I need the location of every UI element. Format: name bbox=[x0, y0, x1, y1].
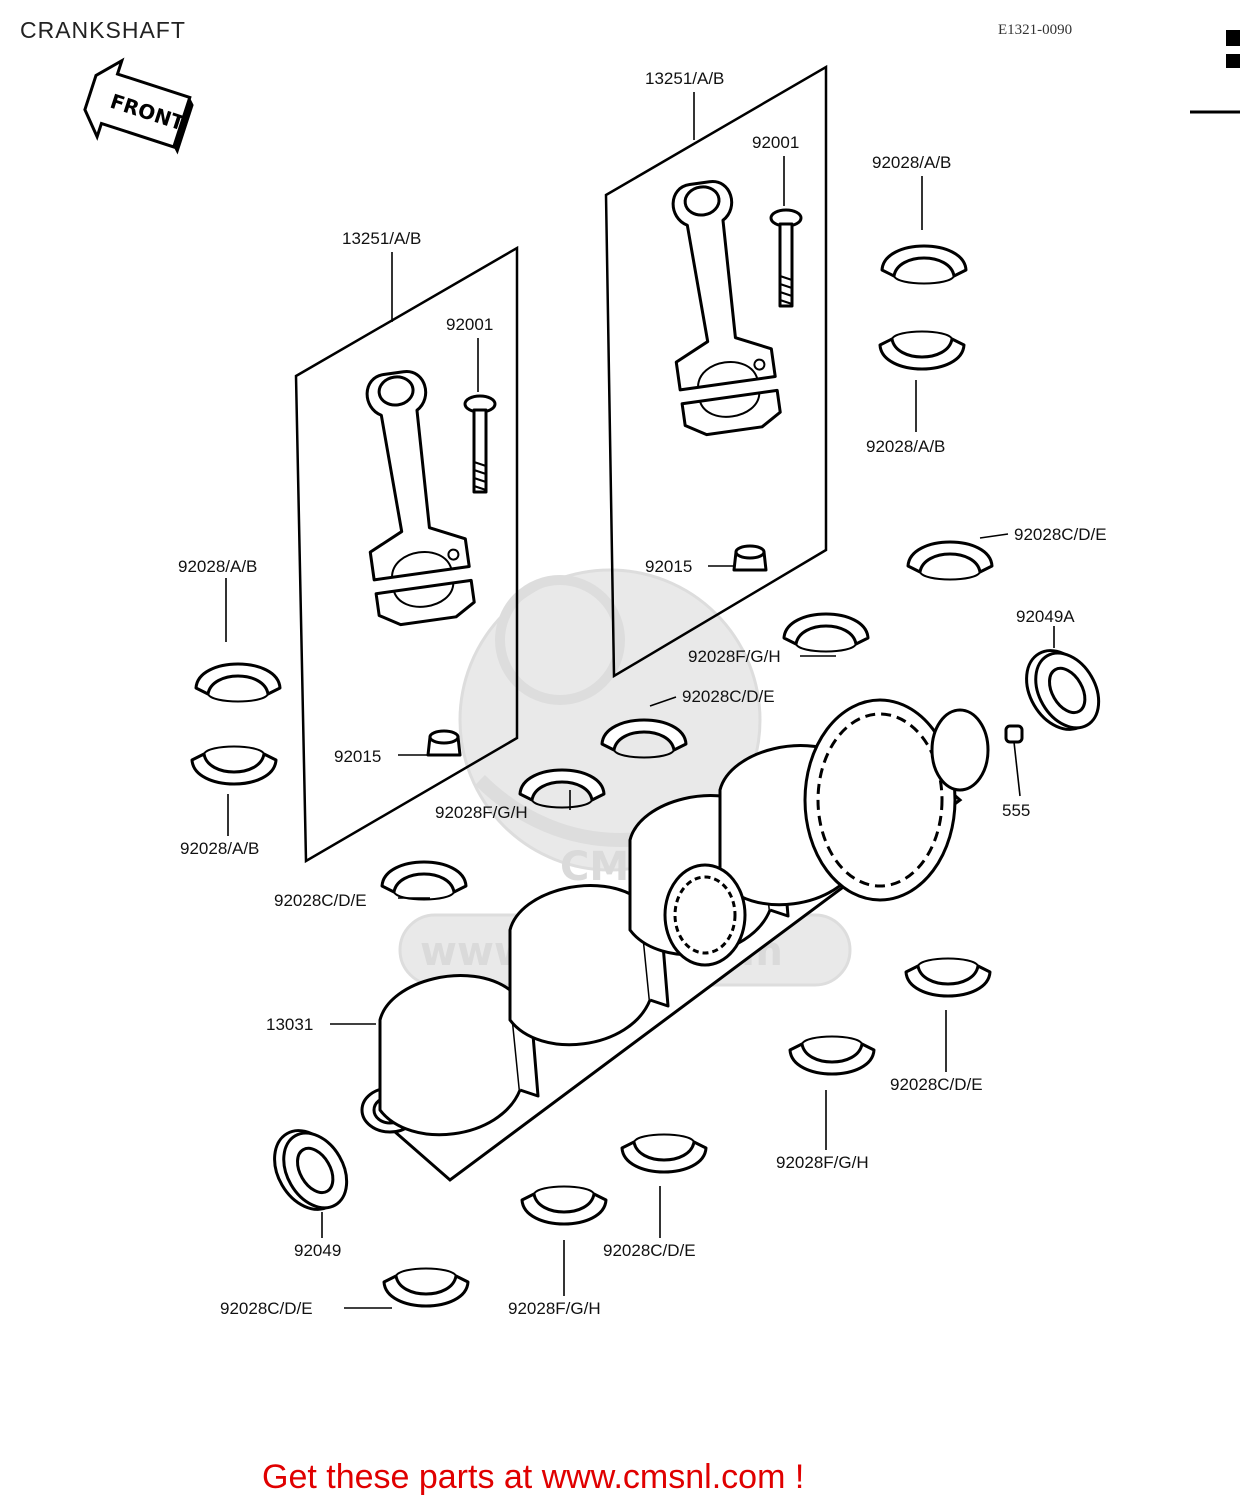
callout-conrod-assembly-right: 13251/A/B bbox=[645, 69, 724, 88]
page-title: CRANKSHAFT bbox=[20, 17, 186, 43]
conrod-left bbox=[344, 364, 478, 629]
conrod-panel-left bbox=[294, 245, 519, 864]
conrod-bolt-right bbox=[769, 208, 803, 308]
dowel-pin bbox=[1004, 724, 1024, 744]
main-bearing-cde-3 bbox=[380, 860, 468, 901]
main-bearing-fgh-1 bbox=[782, 612, 870, 653]
callout-conrod-bolt-right: 92001 bbox=[752, 133, 799, 152]
callout-conrod-nut-right: 92015 bbox=[645, 557, 692, 576]
callout-oil-seal-right: 92049A bbox=[1016, 607, 1075, 626]
leader-lines bbox=[225, 92, 1055, 1309]
main-bearing-cde-4 bbox=[904, 957, 992, 998]
callout-conrod-bolt-left: 92001 bbox=[446, 315, 493, 334]
callout-conrod-assembly-left: 13251/A/B bbox=[342, 229, 421, 248]
crankshaft bbox=[360, 698, 990, 1182]
callout-main-bearing-cde-1: 92028C/D/E bbox=[1014, 525, 1107, 544]
conrod-right bbox=[650, 174, 784, 439]
margin-mark bbox=[1226, 54, 1240, 68]
rod-bearing-left-upper bbox=[194, 662, 282, 703]
callout-oil-seal-left: 92049 bbox=[294, 1241, 341, 1260]
callout-dowel-pin: 555 bbox=[1002, 801, 1030, 820]
main-bearing-cde-6 bbox=[382, 1267, 470, 1308]
callout-main-bearing-cde-6: 92028C/D/E bbox=[220, 1299, 313, 1318]
callout-rod-bearing-left-upper: 92028/A/B bbox=[178, 557, 257, 576]
callout-main-bearing-fgh-1: 92028F/G/H bbox=[688, 647, 781, 666]
front-arrow-icon: FRONT bbox=[83, 57, 194, 155]
oil-seal-left bbox=[259, 1117, 361, 1223]
callout-main-bearing-fgh-2: 92028F/G/H bbox=[435, 803, 528, 822]
conrod-bolt-left bbox=[463, 394, 497, 494]
main-bearing-fgh-4 bbox=[520, 1185, 608, 1226]
oil-seal-right bbox=[1011, 637, 1113, 743]
rod-bearing-left-lower bbox=[190, 745, 278, 786]
main-bearing-fgh-3 bbox=[788, 1035, 876, 1076]
callout-main-bearing-cde-4: 92028C/D/E bbox=[890, 1075, 983, 1094]
drawing-code: E1321-0090 bbox=[998, 22, 1072, 38]
conrod-nut-right bbox=[732, 544, 768, 572]
callout-rod-bearing-left-lower: 92028/A/B bbox=[180, 839, 259, 858]
rod-bearing-right-upper bbox=[880, 244, 968, 285]
callout-crankshaft: 13031 bbox=[266, 1015, 313, 1034]
conrod-nut-left bbox=[426, 729, 462, 757]
rod-bearing-right-lower bbox=[878, 330, 966, 371]
callout-rod-bearing-right-upper: 92028/A/B bbox=[872, 153, 951, 172]
callout-conrod-nut-left: 92015 bbox=[334, 747, 381, 766]
callout-main-bearing-cde-5: 92028C/D/E bbox=[603, 1241, 696, 1260]
callout-rod-bearing-right-lower: 92028/A/B bbox=[866, 437, 945, 456]
main-bearing-cde-5 bbox=[620, 1133, 708, 1174]
callout-main-bearing-cde-3: 92028C/D/E bbox=[274, 891, 367, 910]
main-bearing-cde-1 bbox=[906, 540, 994, 581]
callout-main-bearing-cde-2: 92028C/D/E bbox=[682, 687, 775, 706]
callout-main-bearing-fgh-4: 92028F/G/H bbox=[508, 1299, 601, 1318]
margin-mark bbox=[1226, 30, 1240, 46]
promo-link[interactable]: Get these parts at www.cmsnl.com ! bbox=[262, 1458, 804, 1496]
callout-main-bearing-fgh-3: 92028F/G/H bbox=[776, 1153, 869, 1172]
conrod-panel-right bbox=[604, 64, 828, 679]
